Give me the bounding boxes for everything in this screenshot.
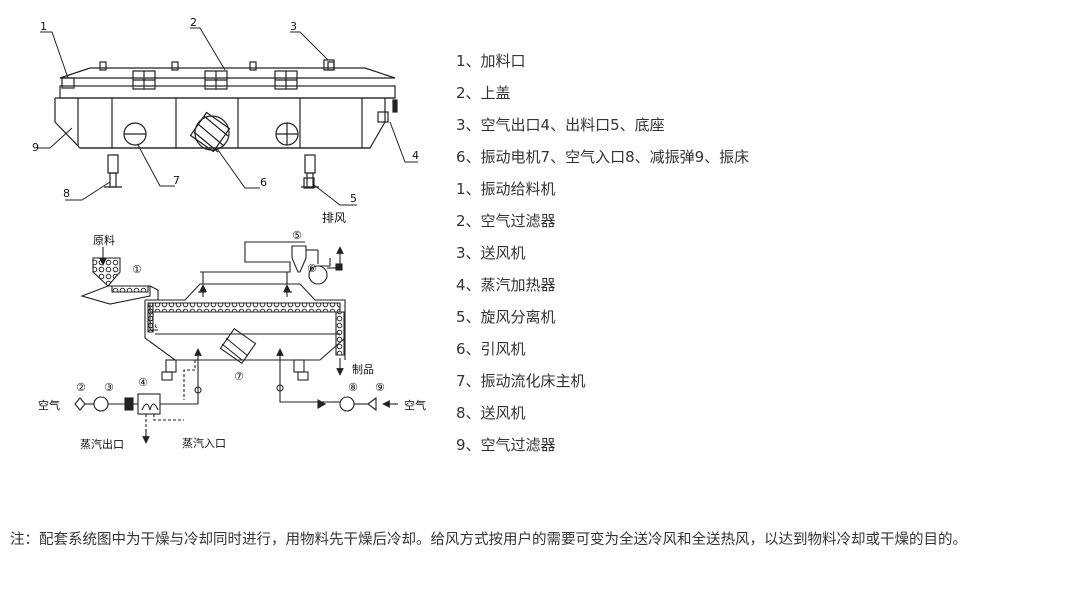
main-machine-drawing — [54, 59, 398, 189]
legend-item: 3、送风机 — [456, 244, 526, 262]
circled-3: ③ — [104, 381, 114, 394]
callout-6: 6 — [260, 176, 267, 189]
circled-6: ⑥ — [307, 262, 317, 275]
circled-8: ⑧ — [348, 381, 358, 394]
steam-outlet-label: 蒸汽出口 — [80, 437, 124, 451]
system-labels: 原料 制品 空气 空气 蒸汽出口 蒸汽入口 ① ② ③ ④ ⑤ ⑥ ⑦ ⑧ ⑨ — [38, 229, 426, 451]
callout-4: 4 — [412, 149, 419, 162]
callout-1: 1 — [40, 20, 47, 33]
callout-3: 3 — [290, 20, 297, 33]
legend-item: 1、加料口 — [456, 52, 526, 70]
raw-material-label: 原料 — [93, 233, 115, 247]
legend-item: 6、振动电机7、空气入口8、减振弹9、振床 — [456, 148, 750, 166]
circled-7: ⑦ — [234, 370, 244, 383]
circled-4: ④ — [138, 376, 148, 389]
circled-1: ① — [132, 263, 142, 276]
callout-numbers: 1 2 3 4 5 6 7 8 9 — [32, 16, 419, 205]
legend-item: 2、上盖 — [456, 84, 511, 102]
equipment-diagram: 1 2 3 4 5 6 7 8 9 排风 — [32, 16, 426, 451]
legend-item: 3、空气出口4、出料口5、底座 — [456, 116, 665, 134]
legend-item: 8、送风机 — [456, 404, 526, 422]
legend-item: 4、蒸汽加热器 — [456, 276, 556, 294]
circled-2: ② — [76, 381, 86, 394]
steam-inlet-label: 蒸汽入口 — [182, 436, 226, 450]
callout-8: 8 — [63, 187, 70, 200]
air-right-label: 空气 — [404, 398, 426, 412]
callout-2: 2 — [190, 16, 197, 29]
circled-9: ⑨ — [375, 381, 385, 394]
system-flow-diagram — [74, 241, 398, 444]
callout-9: 9 — [32, 141, 39, 154]
legend-item: 9、空气过滤器 — [456, 436, 556, 454]
footnote: 注：配套系统图中为干燥与冷却同时进行，用物料先干燥后冷却。给风方式按用户的需要可… — [10, 532, 967, 548]
product-label: 制品 — [352, 363, 374, 376]
legend-item: 5、旋风分离机 — [456, 308, 556, 326]
legend-item: 2、空气过滤器 — [456, 212, 556, 230]
circled-5: ⑤ — [292, 229, 302, 242]
legend-item: 6、引风机 — [456, 340, 526, 358]
callout-7: 7 — [173, 174, 180, 187]
callout-5: 5 — [350, 192, 357, 205]
callout-leaders — [38, 27, 418, 206]
legend-item: 1、振动给料机 — [456, 180, 556, 198]
air-left-label: 空气 — [38, 398, 60, 412]
component-legend: 1、加料口 2、上盖 3、空气出口4、出料口5、底座 6、振动电机7、空气入口8… — [456, 48, 749, 464]
legend-item: 7、振动流化床主机 — [456, 372, 586, 390]
exhaust-label: 排风 — [322, 211, 346, 225]
